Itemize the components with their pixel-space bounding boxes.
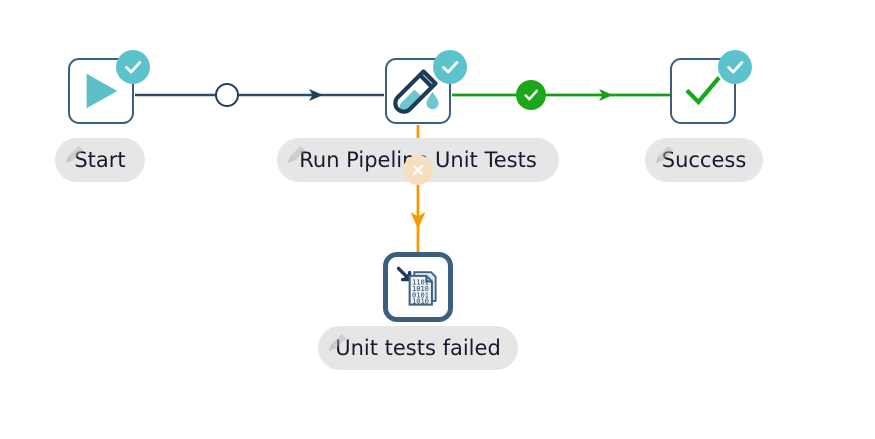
edit-pencil-icon [653,144,675,166]
binary-line-4: 1010 [412,297,429,306]
binary-file-download-icon: 1101 1010 0101 1010 [396,266,437,306]
play-triangle-icon [86,73,118,109]
edit-pencil-icon [326,332,348,354]
binary-line-3: 0101 [412,291,429,300]
node-label-unit-tests-failed[interactable]: Unit tests failed [318,326,518,370]
node-run-pipeline-status-badge[interactable] [433,50,467,84]
green-check-icon [685,76,721,106]
test-tube-icon [393,69,439,114]
node-failed-icon-wrap: 1101 1010 0101 1010 [388,257,448,317]
hollow-circle-icon [215,83,239,107]
edge-marker-success-check[interactable] [516,80,546,110]
node-label-success-text: Success [661,147,747,172]
node-label-start[interactable]: Start [55,138,145,182]
edit-pencil-icon [63,144,85,166]
node-label-start-text: Start [74,147,126,172]
edge-marker-hollow-circle[interactable] [215,83,239,107]
node-start-status-badge[interactable] [116,50,150,84]
node-success-status-badge[interactable] [718,50,752,84]
x-circle-icon [403,155,433,185]
node-start-icon-wrap [70,60,132,122]
node-label-unit-tests-failed-text: Unit tests failed [335,335,501,360]
binary-line-1: 1101 [412,278,429,287]
edit-pencil-icon [285,144,307,166]
check-badge-icon [125,61,142,74]
node-unit-tests-failed[interactable]: 1101 1010 0101 1010 [383,252,453,322]
edge-marker-failure-x[interactable] [403,155,433,185]
node-label-success[interactable]: Success [645,138,763,182]
binary-line-2: 1010 [412,284,429,293]
green-check-circle-icon [516,80,546,110]
check-badge-icon [727,61,744,74]
node-success-icon-wrap [672,60,734,122]
check-badge-icon [442,61,459,74]
node-tests-icon-wrap [387,60,449,122]
